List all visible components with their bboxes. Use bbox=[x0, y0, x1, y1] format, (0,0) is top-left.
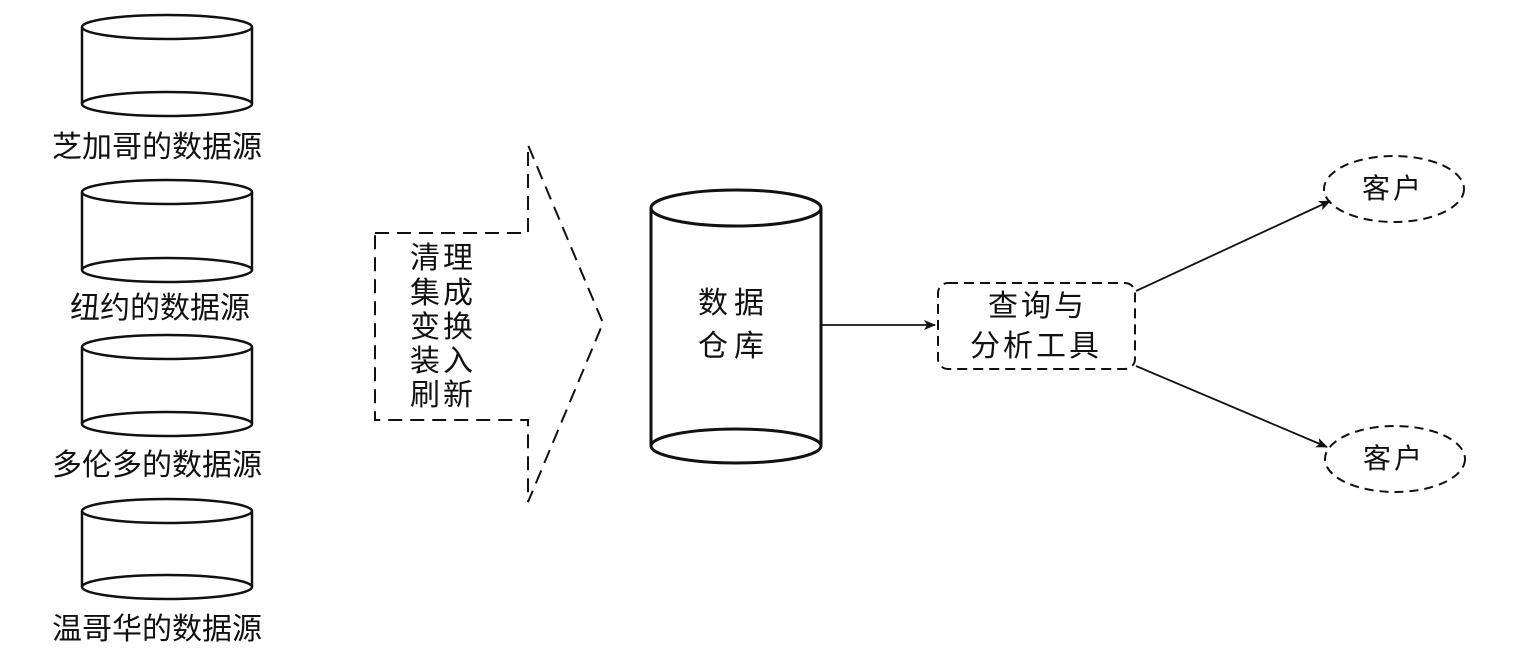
warehouse-label-line2: 仓库 bbox=[698, 329, 770, 364]
source-cylinder-newyork bbox=[80, 178, 254, 284]
process-step-clean: 清理 bbox=[410, 241, 476, 276]
tools-label-line1: 查询与 bbox=[988, 289, 1087, 324]
process-step-load: 装入 bbox=[410, 344, 476, 379]
tools-box-shape bbox=[937, 282, 1136, 370]
client-label-bottom: 客户 bbox=[1363, 442, 1426, 475]
source-label-vancouver: 温哥华的数据源 bbox=[52, 612, 262, 647]
client-ellipse-top bbox=[1323, 155, 1465, 223]
client-label-top: 客户 bbox=[1362, 172, 1425, 205]
process-step-integrate: 集成 bbox=[410, 276, 476, 311]
process-step-transform: 变换 bbox=[410, 310, 476, 345]
warehouse-label-line1: 数据 bbox=[698, 286, 770, 321]
process-arrow-shape bbox=[374, 144, 605, 503]
source-cylinder-toronto bbox=[80, 333, 254, 438]
source-cylinder-chicago bbox=[80, 13, 254, 118]
source-label-newyork: 纽约的数据源 bbox=[70, 291, 250, 326]
arrow-tools-to-client-top bbox=[1135, 200, 1331, 292]
source-label-chicago: 芝加哥的数据源 bbox=[52, 130, 262, 165]
source-label-toronto: 多伦多的数据源 bbox=[52, 448, 262, 483]
source-cylinder-vancouver bbox=[80, 497, 254, 601]
warehouse-cylinder bbox=[649, 188, 823, 465]
process-step-refresh: 刷新 bbox=[410, 378, 476, 413]
arrow-tools-to-client-bottom bbox=[1135, 365, 1328, 448]
client-ellipse-bottom bbox=[1324, 425, 1466, 493]
tools-label-line2: 分析工具 bbox=[970, 329, 1102, 364]
